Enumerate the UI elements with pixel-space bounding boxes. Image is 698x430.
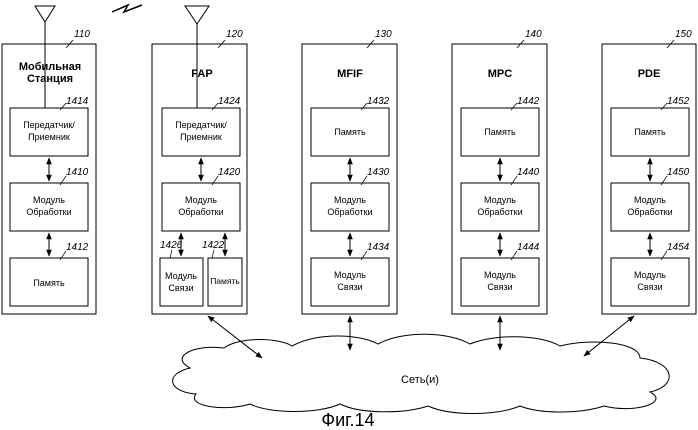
block-label: Модуль — [334, 270, 366, 280]
block-label: Приемник — [28, 132, 70, 142]
ref-label: 1454 — [667, 242, 690, 253]
block-label: Модуль — [165, 271, 197, 281]
block-label: Модуль — [634, 195, 666, 205]
ref-label: 1444 — [517, 242, 540, 253]
block-label: Модуль — [334, 195, 366, 205]
block-label: Память — [634, 127, 666, 137]
block-label: Обработки — [178, 207, 223, 217]
antenna-icon — [35, 6, 55, 44]
communication-block — [160, 258, 203, 306]
block-label: Обработки — [26, 207, 71, 217]
ref-label: 1412 — [66, 242, 89, 253]
ref-label: 1440 — [517, 167, 540, 178]
ref-label: 1432 — [367, 96, 390, 107]
ref-label: 1450 — [667, 167, 690, 178]
ref-label: 1442 — [517, 96, 540, 107]
ref-label: 1426 — [160, 240, 183, 251]
block-label: Связи — [487, 282, 512, 292]
block-label: Память — [334, 127, 366, 137]
ref-label: 1422 — [202, 240, 225, 251]
ref-label: 1430 — [367, 167, 390, 178]
unit-title: MPC — [488, 68, 513, 80]
block-label: Связи — [168, 283, 193, 293]
ref-label: 110 — [74, 29, 90, 40]
ref-label: 150 — [675, 29, 692, 40]
ref-label: 140 — [525, 29, 542, 40]
block-label: Модуль — [484, 270, 516, 280]
ref-label: 130 — [375, 29, 392, 40]
block-label: Обработки — [327, 207, 372, 217]
block-label: Модуль — [634, 270, 666, 280]
ref-label: 120 — [226, 29, 243, 40]
figure-caption: Фиг.14 — [321, 410, 374, 430]
ref-label: 1420 — [218, 167, 241, 178]
block-label: Передатчик/ — [175, 120, 227, 130]
block-label: Обработки — [477, 207, 522, 217]
block-label: Модуль — [185, 195, 217, 205]
ref-label: 1424 — [218, 96, 241, 107]
block-label: Память — [33, 278, 65, 288]
ref-label: 1452 — [667, 96, 690, 107]
block-label: Связи — [637, 282, 662, 292]
unit-title: PDE — [638, 68, 661, 80]
unit-title: FAP — [191, 68, 212, 80]
ref-label: 1434 — [367, 242, 390, 253]
unit-title: Мобильная — [19, 61, 81, 73]
ref-label: 1414 — [66, 96, 89, 107]
antenna-icon — [185, 6, 209, 44]
unit-title: MFIF — [337, 68, 363, 80]
wireless-link-icon — [112, 5, 142, 12]
network-label: Сеть(и) — [401, 374, 439, 386]
block-label: Модуль — [33, 195, 65, 205]
block-label: Приемник — [180, 132, 222, 142]
block-label: Память — [210, 276, 240, 286]
block-label: Модуль — [484, 195, 516, 205]
unit-title: Станция — [27, 73, 73, 85]
block-label: Обработки — [627, 207, 672, 217]
ref-label: 1410 — [66, 167, 89, 178]
block-label: Память — [484, 127, 516, 137]
block-label: Связи — [337, 282, 362, 292]
block-label: Передатчик/ — [23, 120, 75, 130]
